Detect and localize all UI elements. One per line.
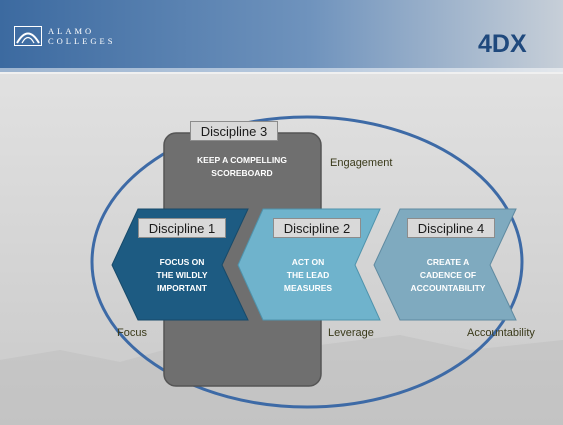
leverage-label: Leverage	[328, 327, 374, 339]
discipline1-text: FOCUS ON THE WILDLY IMPORTANT	[156, 257, 208, 293]
discipline1-label: Discipline 1	[138, 218, 226, 238]
discipline4-label: Discipline 4	[407, 218, 495, 238]
focus-label: Focus	[117, 327, 147, 339]
discipline2-text: ACT ON THE LEAD MEASURES	[283, 257, 333, 293]
accountability-label: Accountability	[467, 327, 535, 339]
discipline3-label: Discipline 3	[190, 121, 278, 141]
discipline2-label: Discipline 2	[273, 218, 361, 238]
outer-circle	[90, 115, 524, 409]
discipline3-text: KEEP A COMPELLING SCOREBOARD	[197, 155, 287, 178]
logo-line2: COLLEGES	[48, 36, 116, 46]
logo-text: ALAMO COLLEGES	[48, 26, 115, 46]
alamo-logo-icon	[14, 26, 42, 46]
discipline4-text: CREATE A CADENCE OF ACCOUNTABILITY	[410, 257, 486, 293]
page-title: 4DX	[478, 30, 527, 58]
engagement-label: Engagement	[330, 157, 393, 169]
header-band	[0, 0, 563, 72]
logo-line1: ALAMO	[48, 26, 95, 36]
